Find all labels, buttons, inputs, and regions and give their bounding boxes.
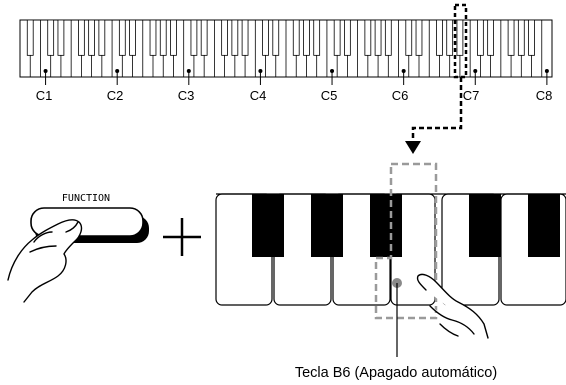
arrow-head-icon xyxy=(405,141,421,154)
black-key xyxy=(26,19,34,56)
black-key xyxy=(159,19,167,56)
black-key xyxy=(507,19,515,56)
black-key xyxy=(313,19,321,56)
black-key xyxy=(517,19,525,56)
zoomed-black-key xyxy=(311,194,343,257)
black-key xyxy=(272,19,280,56)
zoomed-black-keys xyxy=(252,194,560,257)
black-key xyxy=(170,19,177,56)
black-key xyxy=(241,19,249,56)
black-key xyxy=(190,19,198,56)
black-key xyxy=(57,19,65,56)
label-c4: C4 xyxy=(250,88,267,103)
black-key xyxy=(78,19,85,56)
black-key xyxy=(364,19,372,56)
keyboard-black-keys xyxy=(26,19,535,56)
full-keyboard xyxy=(19,19,553,85)
black-key xyxy=(528,19,535,56)
b6-callout: Tecla B6 (Apagado automático) xyxy=(295,278,497,381)
plus-sign xyxy=(163,218,201,256)
zoomed-black-key xyxy=(469,194,501,257)
keyboard-c-markers xyxy=(43,69,549,85)
black-key xyxy=(446,19,454,56)
zoom-arrow xyxy=(405,77,463,154)
black-key xyxy=(88,19,95,56)
black-key xyxy=(200,19,208,56)
label-c1: C1 xyxy=(36,88,53,103)
black-key xyxy=(292,19,300,56)
zoomed-black-key xyxy=(370,194,402,257)
black-key xyxy=(487,19,494,56)
label-c6: C6 xyxy=(392,88,409,103)
zoomed-black-key xyxy=(252,194,284,257)
left-hand-icon xyxy=(7,219,83,303)
black-key xyxy=(344,19,351,56)
black-key xyxy=(456,19,464,56)
black-key xyxy=(374,19,382,56)
label-c2: C2 xyxy=(107,88,124,103)
black-key xyxy=(47,19,55,56)
black-key xyxy=(333,19,341,56)
b6-key-highlight-large xyxy=(374,162,438,320)
b6-key-highlight-small xyxy=(453,3,468,79)
label-c3: C3 xyxy=(178,88,195,103)
black-key xyxy=(262,19,269,56)
octave-labels: C1 C2 C3 C4 C5 C6 C7 C8 xyxy=(36,88,553,103)
label-c8: C8 xyxy=(536,88,553,103)
black-key xyxy=(149,19,157,56)
label-c5: C5 xyxy=(321,88,338,103)
black-key xyxy=(477,19,484,56)
black-key xyxy=(129,19,136,56)
black-key xyxy=(231,19,239,56)
black-key xyxy=(303,19,310,56)
black-key xyxy=(415,19,423,56)
function-button-group: FUNCTION xyxy=(7,193,149,303)
black-key xyxy=(436,19,443,56)
black-key xyxy=(384,19,392,56)
black-key xyxy=(98,19,106,56)
b6-caption: Tecla B6 (Apagado automático) xyxy=(295,365,497,381)
right-hand-icon xyxy=(416,273,489,339)
black-key xyxy=(118,19,126,56)
function-button-label: FUNCTION xyxy=(62,193,110,204)
zoomed-keyboard xyxy=(215,193,566,306)
label-c7: C7 xyxy=(463,88,480,103)
zoomed-black-key xyxy=(528,194,560,257)
black-key xyxy=(221,19,228,56)
black-key xyxy=(405,19,413,56)
